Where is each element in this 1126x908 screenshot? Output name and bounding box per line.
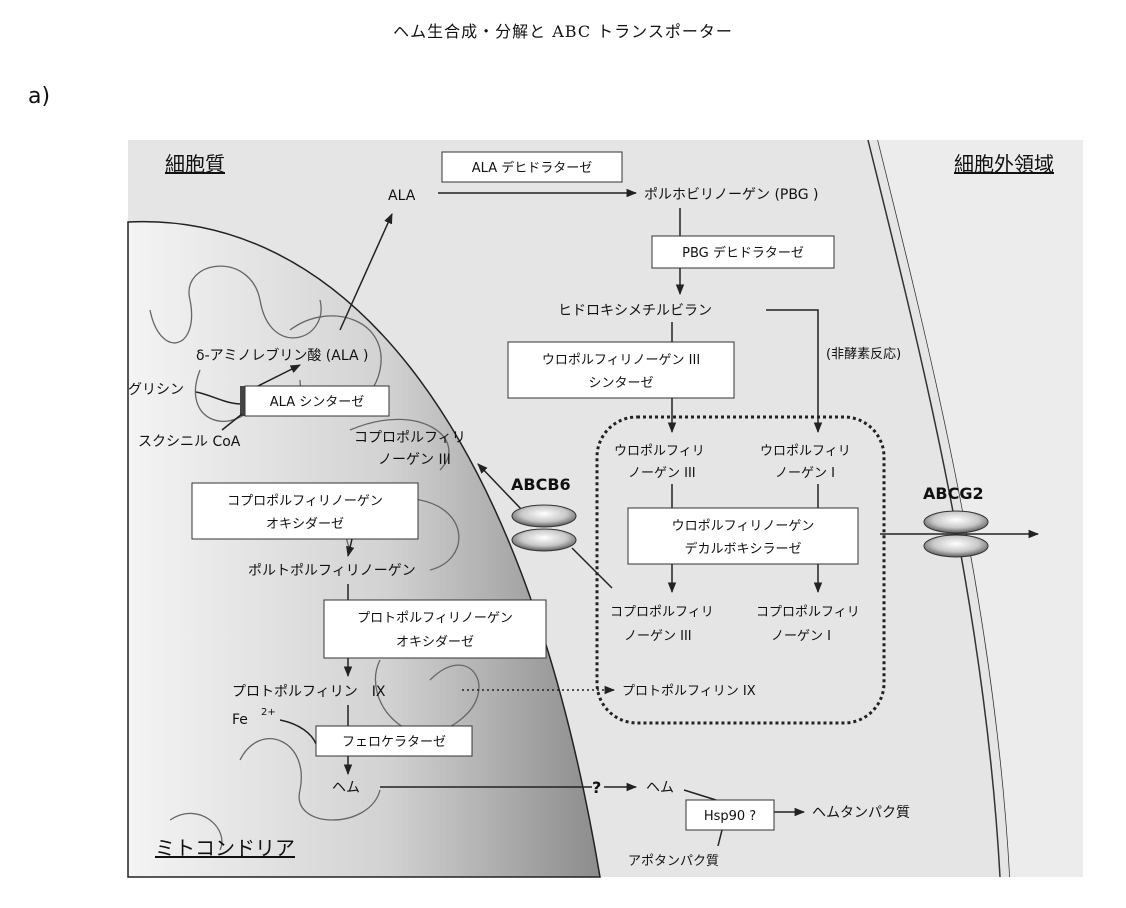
- cytoplasm-label: 細胞質: [165, 152, 225, 176]
- uro-decarboxylase-label-1: ウロポルフィリノーゲン: [672, 519, 815, 534]
- abcb6-transporter-top: [511, 504, 577, 528]
- ala-dehydratase-box: [441, 151, 623, 183]
- cristae-line: [374, 659, 480, 734]
- copro3-label-1: コプロポルフィリ: [610, 605, 714, 620]
- copro3-mito-label-1: コプロポルフィリ: [354, 430, 466, 446]
- ala-dehydratase-label: ALA デヒドラターゼ: [472, 160, 592, 176]
- heme-export-question: ?: [592, 778, 601, 797]
- ala-synthase-box: [244, 385, 390, 417]
- heme-mito-label: ヘム: [332, 780, 360, 796]
- ferrochelatase-label: フェロケラターゼ: [342, 735, 446, 750]
- hsp90-box: [685, 799, 775, 831]
- proto-oxidase-label-1: プロトポルフィリノーゲン: [357, 611, 513, 626]
- glycine-label: グリシン: [128, 382, 184, 398]
- cytosolic-enzyme-compartment: [595, 415, 886, 725]
- proto-oxidase-label-2: オキシダーゼ: [396, 635, 474, 650]
- uro1-label-1: ウロポルフィリ: [760, 444, 851, 459]
- ala-synthase-label: ALA シンターゼ: [270, 395, 364, 410]
- hsp90-label: Hsp90 ?: [704, 809, 756, 824]
- cristae-line: [239, 738, 381, 821]
- pbg-deaminase-label: PBG デヒドラターゼ: [682, 245, 804, 261]
- protoporphyrin-ix-mito-label: プロトポルフィリン IX: [232, 684, 386, 700]
- non-enzymatic-arrow: [766, 309, 823, 434]
- pbg-label: ポルホビリノーゲン (PBG ): [644, 187, 818, 203]
- cell-membrane-outer: [867, 139, 1001, 878]
- heme-cyto-label: ヘム: [646, 780, 674, 796]
- mitochondrion-region: [127, 220, 601, 878]
- uro3-synthase-label-2: シンターゼ: [588, 376, 653, 391]
- copro3-to-abcb6-line: [571, 547, 613, 589]
- copro3-mito-label-2: ノーゲン III: [378, 452, 451, 468]
- abcb6-to-mito-arrow: [477, 463, 523, 511]
- uro3-label-1: ウロポルフィリ: [614, 444, 705, 459]
- copro-oxidase-label-2: オキシダーゼ: [266, 517, 344, 532]
- fe-incorporation-line: [279, 719, 317, 745]
- ala-export-arrow: [339, 213, 393, 331]
- copro3-label-2: ノーゲン III: [624, 629, 692, 644]
- copro-oxidase-label-1: コプロポルフィリノーゲン: [227, 494, 383, 509]
- hydroxymethylbilane-label: ヒドロキシメチルビラン: [558, 303, 712, 319]
- panel-label: a): [28, 84, 51, 109]
- delta-ala-label: δ-アミノレブリン酸 (ALA ): [196, 347, 368, 364]
- abcb6-transporter-bottom: [511, 528, 577, 552]
- protoporphyrinogen-label: ポルトポルフィリノーゲン: [248, 563, 416, 579]
- succinyl-coa-label: スクシニル CoA: [138, 434, 241, 450]
- succinyl-coa-line: [221, 413, 243, 431]
- copro1-label-2: ノーゲン I: [771, 629, 831, 644]
- proto-oxidase-box: [323, 599, 547, 659]
- uro-decarboxylase-label-2: デカルボキシラーゼ: [684, 541, 801, 557]
- mitochondria-label: ミトコンドリア: [155, 836, 295, 860]
- fe-charge-label: 2+: [261, 707, 276, 718]
- copro-oxidase-box: [191, 482, 419, 540]
- uro3-synthase-box: [507, 341, 735, 399]
- fe-label: Fe: [232, 712, 248, 728]
- ala-label: ALA: [388, 188, 416, 204]
- ala-synthase-bar: [240, 386, 245, 416]
- page-title: ヘム生合成・分解と ABC トランスポーター: [393, 22, 733, 41]
- abcb6-label: ABCB6: [511, 475, 571, 494]
- uro-decarboxylase-box: [627, 507, 859, 565]
- abcg2-label: ABCG2: [923, 484, 984, 503]
- abcg2-transporter-top: [923, 510, 989, 534]
- ferrochelatase-box: [315, 725, 473, 757]
- uro3-label-2: ノーゲン III: [628, 466, 696, 481]
- copro1-label-1: コプロポルフィリ: [756, 605, 860, 620]
- to-protoporphyrinogen-arrow: [346, 538, 355, 558]
- non-enzymatic-label: (非酵素反応): [826, 347, 901, 362]
- apoprotein-label: アポタンパク質: [628, 854, 719, 869]
- uro1-label-2: ノーゲン I: [775, 466, 835, 481]
- uro3-synthase-label-1: ウロポルフィリノーゲン III: [542, 353, 700, 368]
- cristae-line: [169, 812, 223, 851]
- extracellular-label: 細胞外領域: [954, 152, 1054, 176]
- cristae-line: [149, 265, 322, 344]
- heme-to-hsp90-line: [683, 789, 717, 801]
- pbg-deaminase-box: [651, 235, 835, 269]
- cristae-line: [349, 418, 450, 471]
- glycine-line: [195, 391, 243, 405]
- abcg2-transporter-bottom: [923, 534, 989, 558]
- hemoprotein-label: ヘムタンパク質: [812, 805, 910, 821]
- apoprotein-line: [717, 829, 723, 847]
- protoporphyrin-ix-cyto-label: プロトポルフィリン IX: [622, 684, 756, 699]
